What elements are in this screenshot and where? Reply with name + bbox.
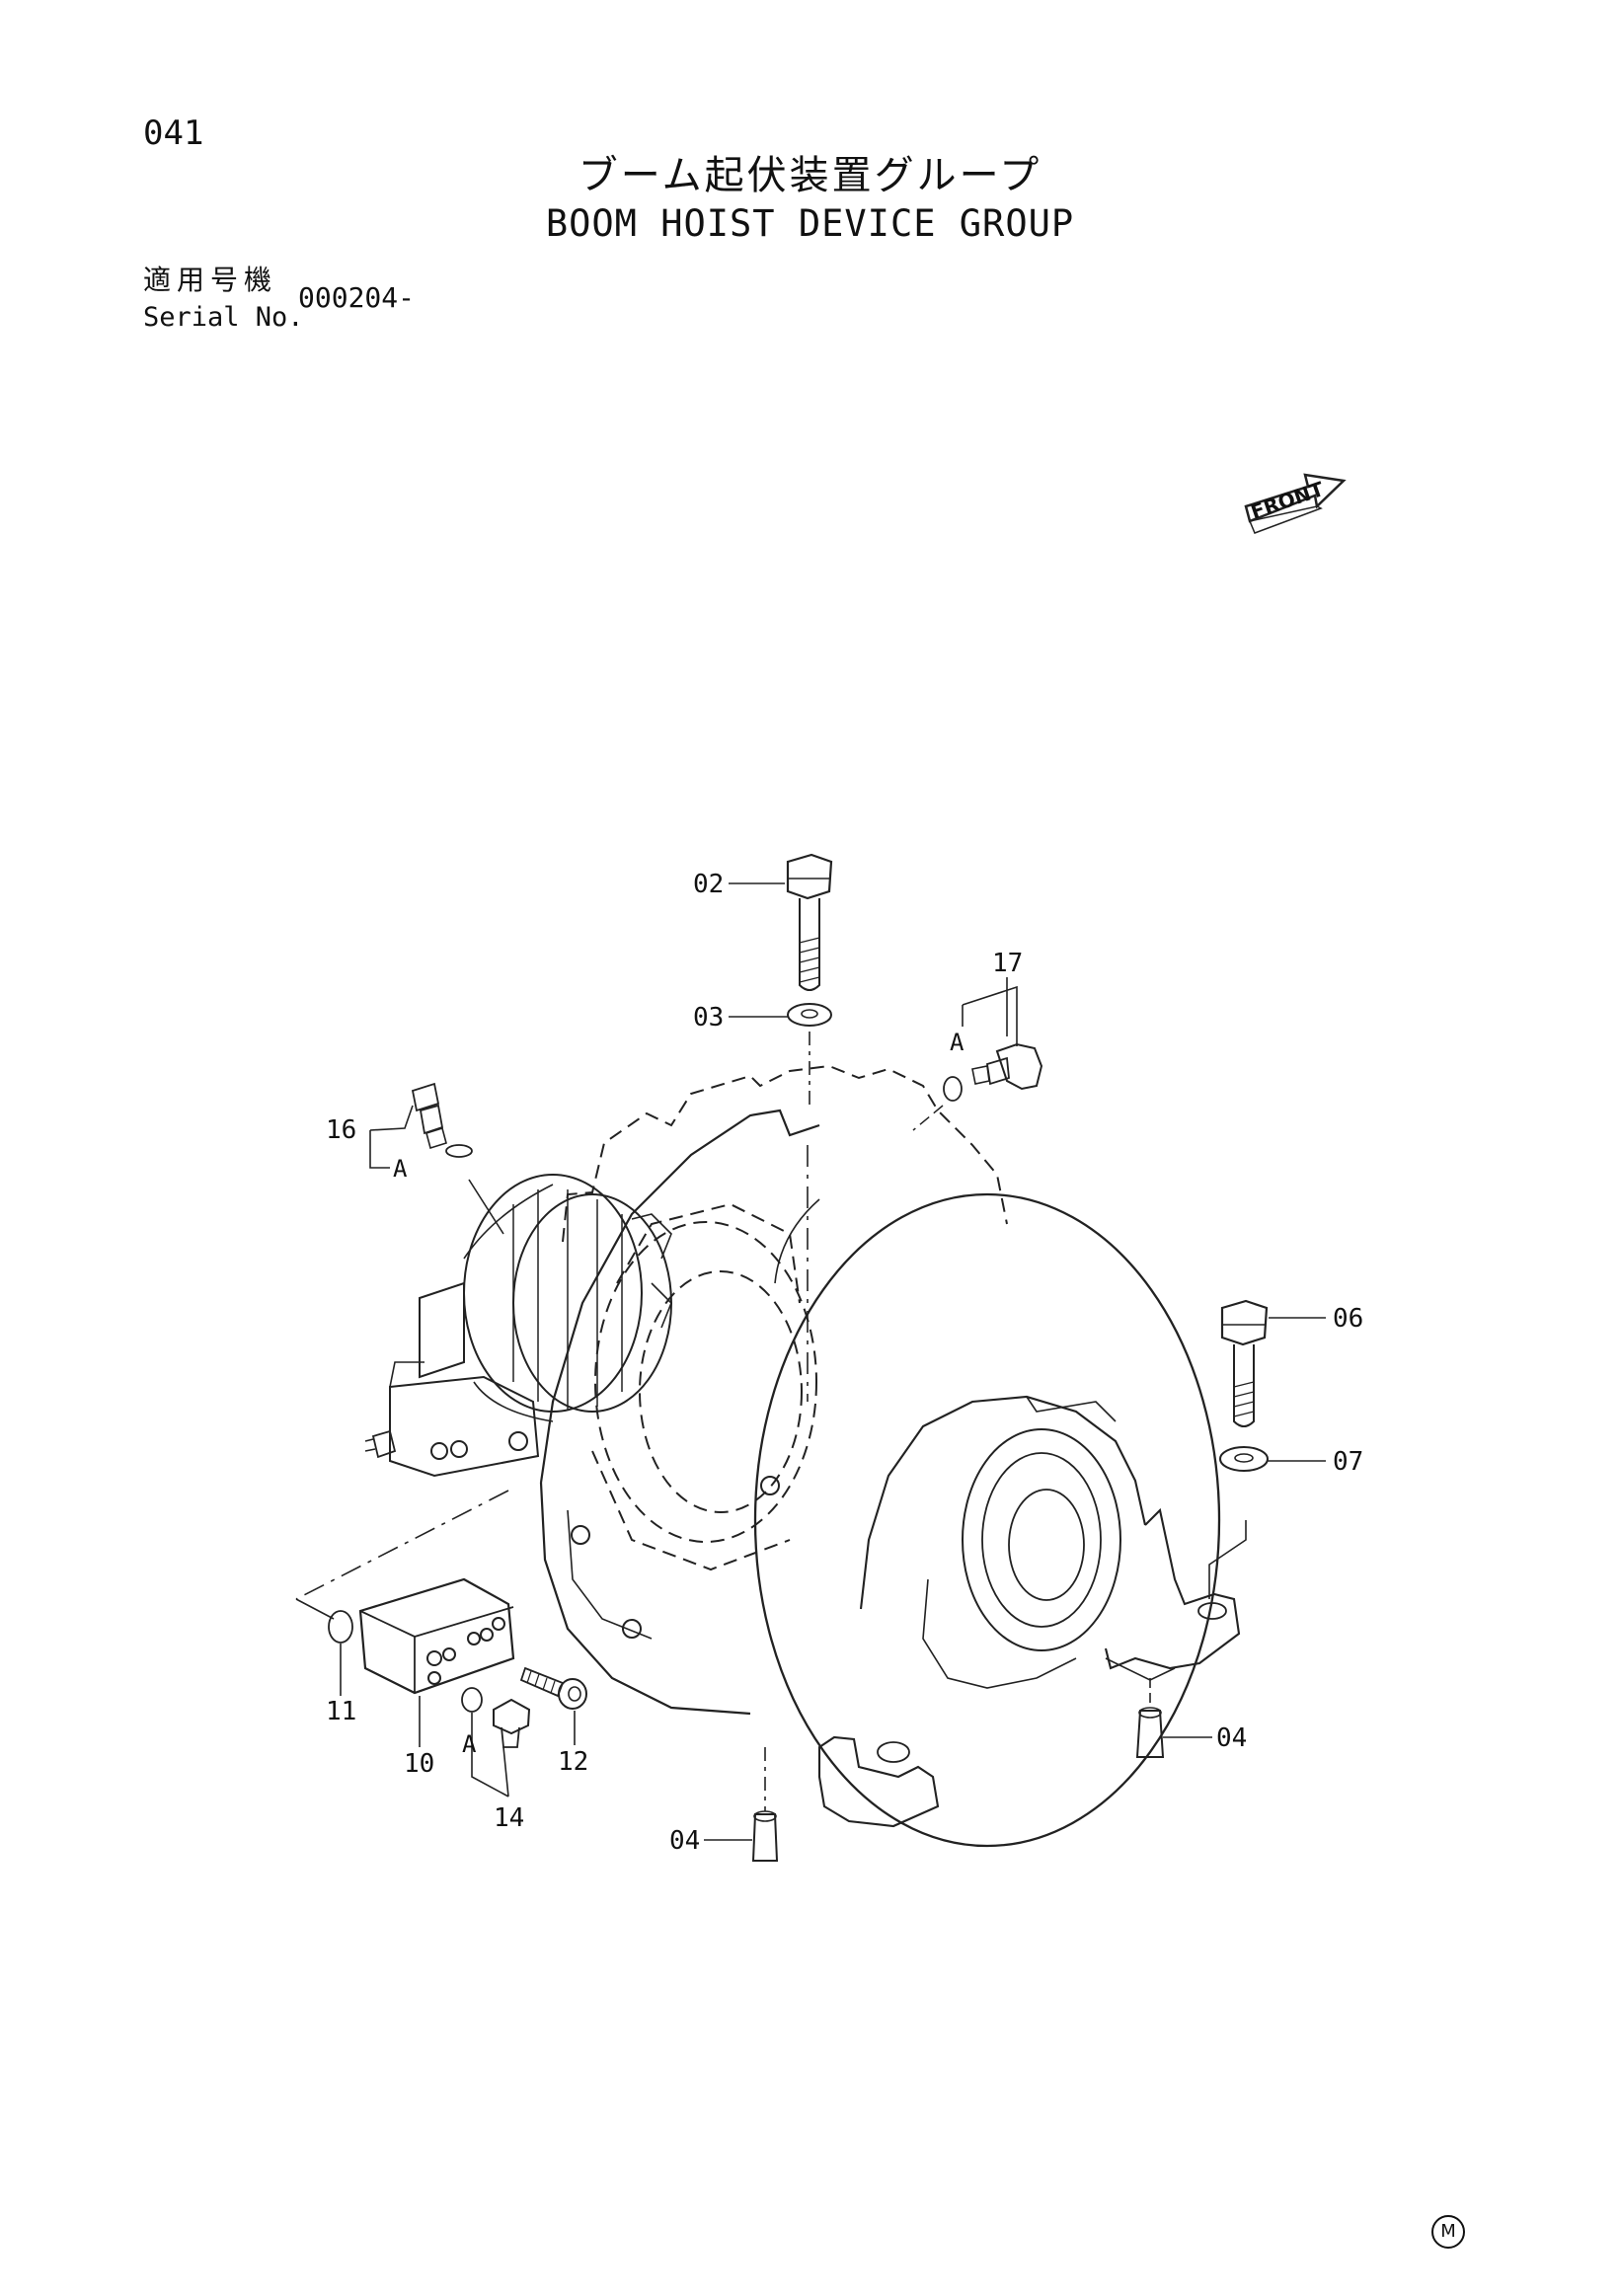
ref-a-14: A: [462, 1730, 477, 1758]
page-number: 041: [143, 114, 204, 153]
part-16-nipple-fitting: [411, 1082, 447, 1150]
leader-line: [468, 1179, 504, 1235]
callout-12: 12: [558, 1747, 588, 1777]
callout-07: 07: [1333, 1447, 1363, 1477]
callout-03: 03: [693, 1003, 724, 1033]
callout-17: 17: [992, 949, 1023, 978]
winch-housing: [539, 1064, 1241, 1848]
callout-14: 14: [494, 1803, 524, 1833]
centerline: [912, 1105, 944, 1131]
part-17-elbow-fitting: [971, 1042, 1043, 1091]
serial-label-english: Serial No.: [143, 302, 304, 333]
part-10-valve-block: [358, 1577, 515, 1695]
leader-line: [295, 1598, 335, 1620]
part-06-bolt: [1220, 1299, 1269, 1427]
o-ring-a-14: [461, 1687, 483, 1713]
callout-06: 06: [1333, 1304, 1363, 1334]
part-14-plug: [493, 1698, 531, 1748]
callout-04-right: 04: [1216, 1723, 1247, 1753]
ref-a-16: A: [393, 1155, 408, 1183]
callout-11: 11: [326, 1697, 356, 1726]
hydraulic-motor: [364, 1174, 672, 1478]
title-japanese: ブーム起伏装置グループ: [578, 153, 1042, 198]
title-english: BOOM HOIST DEVICE GROUP: [545, 202, 1075, 245]
front-label: FRONT: [1248, 477, 1327, 524]
corner-mark-m: M: [1431, 2215, 1465, 2249]
part-04-plug-bottom: [751, 1810, 779, 1862]
serial-label-japanese: 適用号機: [143, 264, 278, 296]
part-03-washer: [787, 1003, 832, 1027]
callout-02: 02: [693, 870, 724, 899]
callout-10: 10: [404, 1749, 434, 1779]
o-ring-a-16: [445, 1144, 473, 1158]
serial-number-value: 000204-: [298, 281, 416, 314]
part-11-o-ring: [328, 1610, 353, 1644]
part-07-washer: [1219, 1446, 1269, 1472]
ref-a-17: A: [950, 1029, 964, 1056]
front-arrow-icon: FRONT: [1244, 473, 1347, 534]
part-12-screw: [519, 1666, 587, 1710]
o-ring-a-17: [943, 1076, 963, 1102]
centerline: [295, 1490, 509, 1600]
part-02-bolt: [786, 853, 833, 991]
callout-leaders: [340, 882, 1326, 1841]
callout-04-bottom: 04: [669, 1826, 700, 1856]
part-04-plug-right: [1135, 1707, 1165, 1758]
callout-16: 16: [326, 1115, 356, 1145]
